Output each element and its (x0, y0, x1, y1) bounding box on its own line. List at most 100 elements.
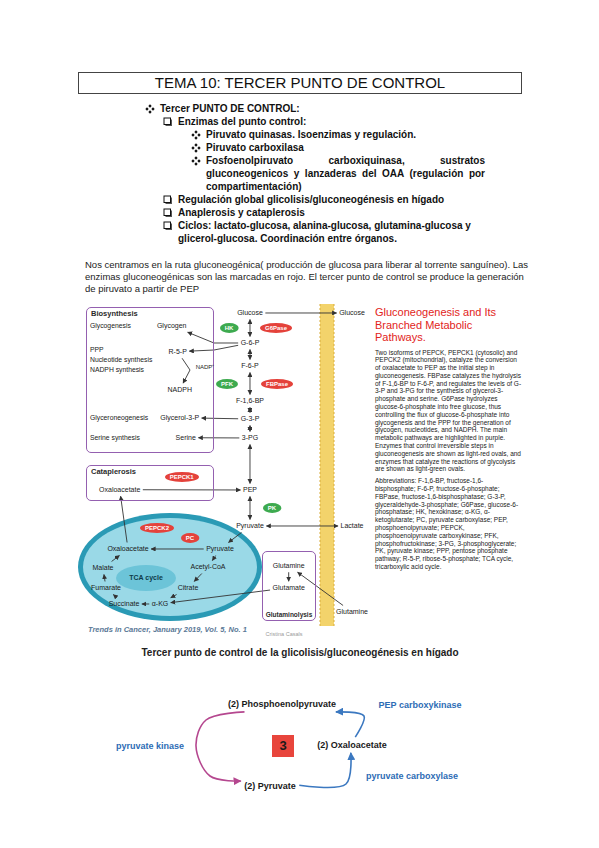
metabolite: (2) Phosphoenolpyruvate (226, 698, 338, 711)
text-label: Tercer punto de control de la glicolisis… (141, 647, 458, 659)
node-text: Lactate (341, 522, 364, 530)
text-label: Glycogenesis (90, 322, 131, 330)
metabolite: Oxaloacetate (106, 544, 149, 554)
pathway-arrow (266, 525, 338, 526)
pathway-arrow (212, 556, 215, 561)
bullet-mark (163, 195, 173, 205)
list-item: Anaplerosis y cataplerosis (178, 206, 485, 219)
pathway-arrow (196, 712, 245, 781)
caption-text: Gluconeogenesis and Its Branched Metabol… (375, 306, 522, 344)
metabolite: Acetyl-CoA (189, 562, 226, 572)
membrane-edge (334, 304, 335, 626)
text-label: NADPH synthesis (90, 366, 144, 374)
node-text: Fumarate (91, 584, 121, 592)
pathway-arrow (229, 533, 242, 543)
node-text: PEPCK1 (170, 474, 194, 480)
node-text: PEP (243, 486, 257, 494)
node-text: Acetyl-CoA (190, 563, 225, 571)
pathway-arrow (249, 350, 250, 360)
node-text: G-6-P (241, 339, 260, 347)
node-text: Glutaminolysis (263, 611, 315, 618)
metabolite: NADPH (166, 385, 193, 395)
metabolite: Serine (175, 433, 197, 443)
node-text: Oxaloacetate (107, 545, 148, 553)
enzyme-oval: PK (263, 503, 281, 513)
metabolite: G-3-P (240, 414, 261, 424)
node-text: Serine (176, 434, 196, 442)
list-item: Piruvato carboxilasa (206, 141, 485, 154)
enzyme-label: pyruvate carboxylase (364, 771, 460, 782)
tca-core (116, 565, 176, 591)
node-text: Citrate (178, 584, 199, 592)
node-text: PFK (221, 381, 233, 387)
metabolite: Oxaloacetate (98, 485, 141, 495)
metabolite: Citrate (177, 583, 200, 593)
node-text: F-1,6-BP (236, 397, 264, 405)
node-text: NADPH (167, 386, 192, 394)
node-text: PC (186, 535, 194, 541)
pathway-box: GlutamineGlutamateGlutaminolysis (262, 551, 316, 621)
pathway-arrow (151, 548, 204, 549)
node-text: (2) Oxaloacetate (317, 740, 387, 751)
bullet-mark (191, 130, 201, 140)
node-text: Glutamate (273, 584, 305, 592)
list-item: Regulación global glicolisis/gluconeogén… (178, 193, 485, 206)
node-text: 3 (272, 735, 294, 757)
node-text: HK (225, 325, 234, 331)
enzyme-oval: PFK (216, 379, 238, 389)
node-text: Glycogen (157, 322, 187, 330)
text-label: Cristina Casals (266, 631, 303, 638)
node-text: Malate (92, 564, 113, 572)
metabolite: (2) Pyruvate (242, 780, 298, 793)
metabolite: PEP (242, 485, 258, 495)
metabolite: Glutamine (335, 607, 369, 617)
enzyme-oval: PEPCK1 (165, 472, 199, 482)
bullet-mark (191, 143, 201, 153)
pathway-arrow (171, 590, 270, 603)
node-text: 3-PG (242, 434, 258, 442)
enzyme-label: PEP carboxykinase (377, 700, 464, 711)
metabolite: Glycogen (156, 321, 188, 331)
list-text: Regulación global glicolisis/gluconeogén… (178, 193, 485, 206)
pathway-arrow (249, 445, 250, 484)
bullet-mark (191, 156, 201, 166)
pathway-arrow (143, 489, 241, 490)
metabolite: α-KG (151, 599, 170, 609)
list-item: Fosfoenolpiruvato carboxiquinasa, sustra… (206, 154, 485, 193)
pathway-arrow (112, 556, 120, 562)
membrane-edge (320, 304, 321, 626)
metabolite: Lactate (340, 521, 365, 531)
text-label: PPP (90, 346, 104, 354)
pathway-arrow (299, 753, 351, 788)
text-label: Glyceroneogenesis (90, 414, 148, 422)
metabolite: Pyruvate (235, 521, 265, 531)
bullet-mark (163, 221, 173, 231)
pathway-arrow (249, 408, 250, 413)
pathway-arrow (113, 595, 116, 598)
pathway-arrow (336, 712, 364, 737)
enzyme-oval: HK (220, 323, 239, 333)
metabolite: Glucose (236, 308, 264, 318)
list-item: Ciclos: lactato-glucosa, alanina-glucosa… (178, 219, 485, 245)
node-text: Glucose (339, 309, 365, 317)
metabolite: Succinate (108, 599, 141, 609)
list-text: Piruvato carboxilasa (206, 141, 485, 154)
node-text: Glutamine (336, 608, 368, 616)
pathway-arrow (194, 574, 202, 582)
page-title: TEMA 10: TERCER PUNTO DE CONTROL (78, 72, 522, 94)
text-label: TCA cycle (129, 574, 163, 582)
pathway-arrow (288, 572, 289, 581)
enzyme-oval: G6Pase (260, 323, 292, 333)
node-text: Glutamine (273, 562, 305, 570)
bullet-mark (163, 117, 173, 127)
metabolite: Fumarate (90, 583, 122, 593)
pathway-box: OxaloacetatePEPCK1Cataplerosis (86, 465, 214, 501)
pathway-arrow (182, 358, 190, 383)
metabolite: R-5-P (168, 347, 188, 357)
bullet-list: Tercer PUNTO DE CONTROL:Enzimas del punt… (145, 102, 485, 245)
text-label: NADP⁺ (196, 364, 215, 371)
bullet-mark (145, 104, 155, 114)
enzyme-oval: FBPase (261, 379, 293, 389)
node-text: G-3-P (241, 415, 260, 423)
pathway-arrow (249, 497, 250, 520)
